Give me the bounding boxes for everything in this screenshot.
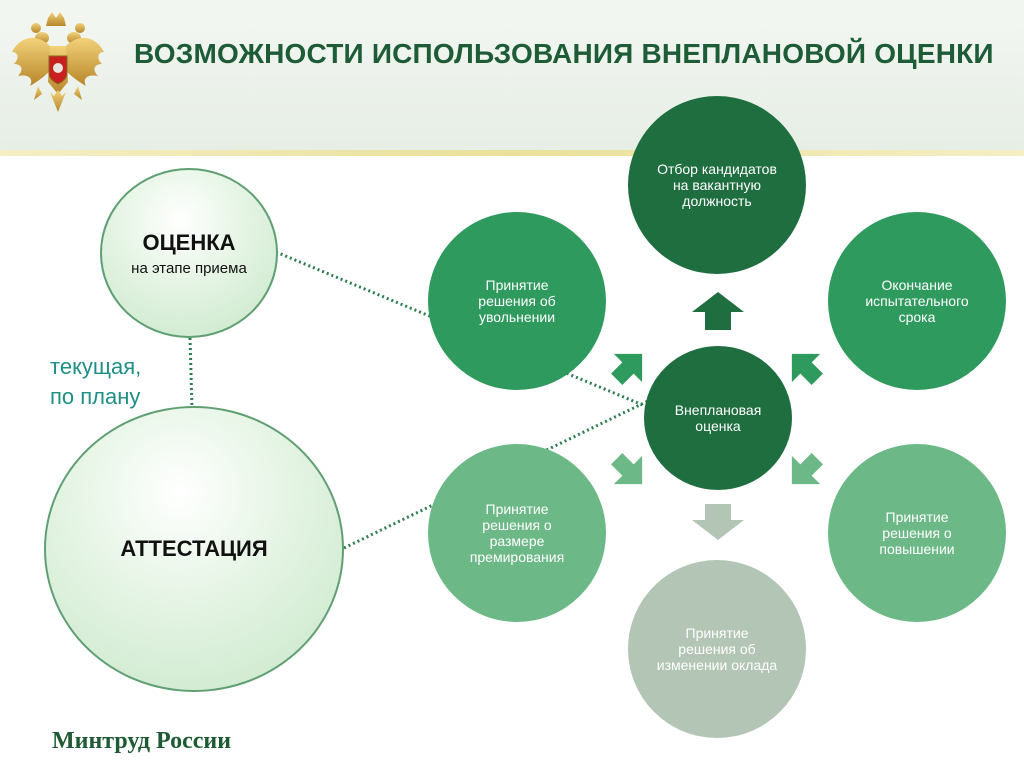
- satellite-bottom-right-label: Принятие решения о повышении: [879, 509, 955, 557]
- satellite-top-label: Отбор кандидатов на вакантную должность: [657, 161, 777, 209]
- satellite-bottom-left: Принятие решения о размере премирования: [428, 444, 606, 622]
- connector-assessment-attestation: [188, 337, 194, 409]
- center-label: Внеплановая оценка: [674, 402, 762, 434]
- satellite-top-left-label: Принятие решения об увольнении: [478, 277, 556, 325]
- arrow-down-right-icon: [791, 453, 823, 485]
- header-divider: [0, 150, 1024, 156]
- double-headed-eagle-emblem-icon: [12, 12, 104, 112]
- satellite-bottom-left-label: Принятие решения о размере премирования: [469, 501, 565, 565]
- satellite-bottom-label: Принятие решения об изменении оклада: [656, 625, 778, 673]
- footer-brand: Минтруд России: [52, 728, 232, 754]
- center-circle: Внеплановая оценка: [644, 346, 792, 490]
- satellite-top: Отбор кандидатов на вакантную должность: [628, 96, 806, 274]
- satellite-top-left: Принятие решения об увольнении: [428, 212, 606, 390]
- satellite-bottom: Принятие решения об изменении оклада: [628, 560, 806, 738]
- header-band: [0, 0, 1024, 150]
- assessment-subtitle: на этапе приема: [131, 259, 247, 277]
- assessment-circle: ОЦЕНКА на этапе приема: [100, 168, 278, 338]
- attestation-label: АТТЕСТАЦИЯ: [120, 536, 268, 561]
- satellite-top-right-label: Окончание испытательного срока: [865, 277, 969, 325]
- note-line-2: по плану: [50, 384, 141, 409]
- arrow-up-right-icon: [791, 353, 823, 385]
- current-plan-note: текущая, по плану: [50, 352, 141, 412]
- connector-attestation-center: [343, 398, 651, 550]
- assessment-title: ОЦЕНКА: [142, 229, 236, 255]
- note-line-1: текущая,: [50, 354, 142, 379]
- attestation-circle: АТТЕСТАЦИЯ: [44, 406, 344, 692]
- satellite-top-right: Окончание испытательного срока: [828, 212, 1006, 390]
- page-title: ВОЗМОЖНОСТИ ИСПОЛЬЗОВАНИЯ ВНЕПЛАНОВОЙ ОЦ…: [134, 38, 994, 69]
- arrow-up-icon: [692, 292, 744, 330]
- arrow-down-icon: [692, 504, 744, 540]
- satellite-bottom-right: Принятие решения о повышении: [828, 444, 1006, 622]
- arrow-down-left-icon: [611, 453, 643, 485]
- arrow-up-left-icon: [611, 353, 643, 385]
